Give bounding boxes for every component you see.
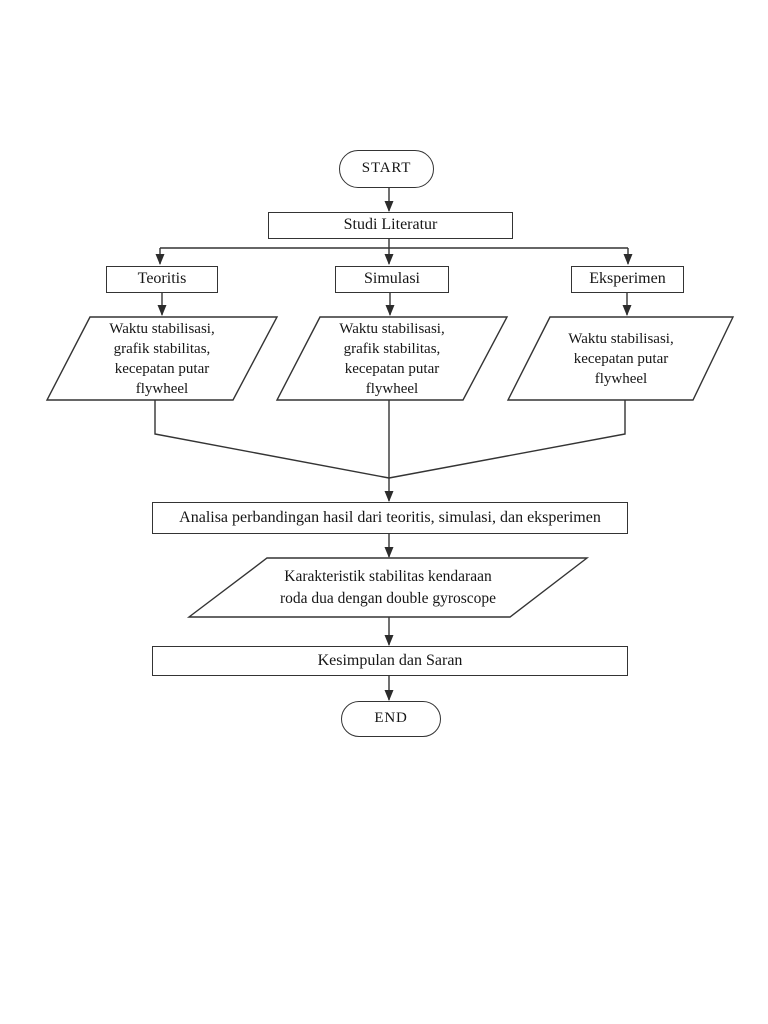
node-analisa-label: Analisa perbandingan hasil dari teoritis… [179, 508, 601, 526]
node-analisa: Analisa perbandingan hasil dari teoritis… [152, 502, 628, 534]
node-teoritis-label: Teoritis [137, 270, 187, 288]
node-start: START [339, 150, 434, 188]
node-teoritis: Teoritis [106, 266, 218, 293]
node-karakteristik-label: Karakteristik stabilitas kendaraan roda … [279, 567, 497, 607]
node-simulasi: Simulasi [335, 266, 449, 293]
node-hasil-eksperimen-label: Waktu stabilisasi, kecepatan putar flywh… [568, 331, 674, 387]
node-studi-literatur-label: Studi Literatur [343, 216, 438, 234]
node-end-label: END [374, 710, 408, 727]
edge-hasil-teoritis-analisa [154, 400, 390, 479]
node-kesimpulan-label: Kesimpulan dan Saran [317, 651, 463, 669]
node-eksperimen: Eksperimen [571, 266, 684, 293]
edge-hasil-eksperimen-analisa [388, 400, 626, 479]
node-eksperimen-label: Eksperimen [589, 270, 666, 288]
node-kesimpulan: Kesimpulan dan Saran [152, 646, 628, 676]
node-hasil-simulasi-label: Waktu stabilisasi, grafik stabilitas, ke… [339, 321, 445, 397]
node-studi-literatur: Studi Literatur [268, 212, 513, 239]
node-hasil-teoritis-label: Waktu stabilisasi, grafik stabilitas, ke… [109, 321, 215, 397]
node-start-label: START [361, 160, 412, 177]
node-end: END [341, 701, 441, 737]
node-simulasi-label: Simulasi [363, 270, 420, 288]
